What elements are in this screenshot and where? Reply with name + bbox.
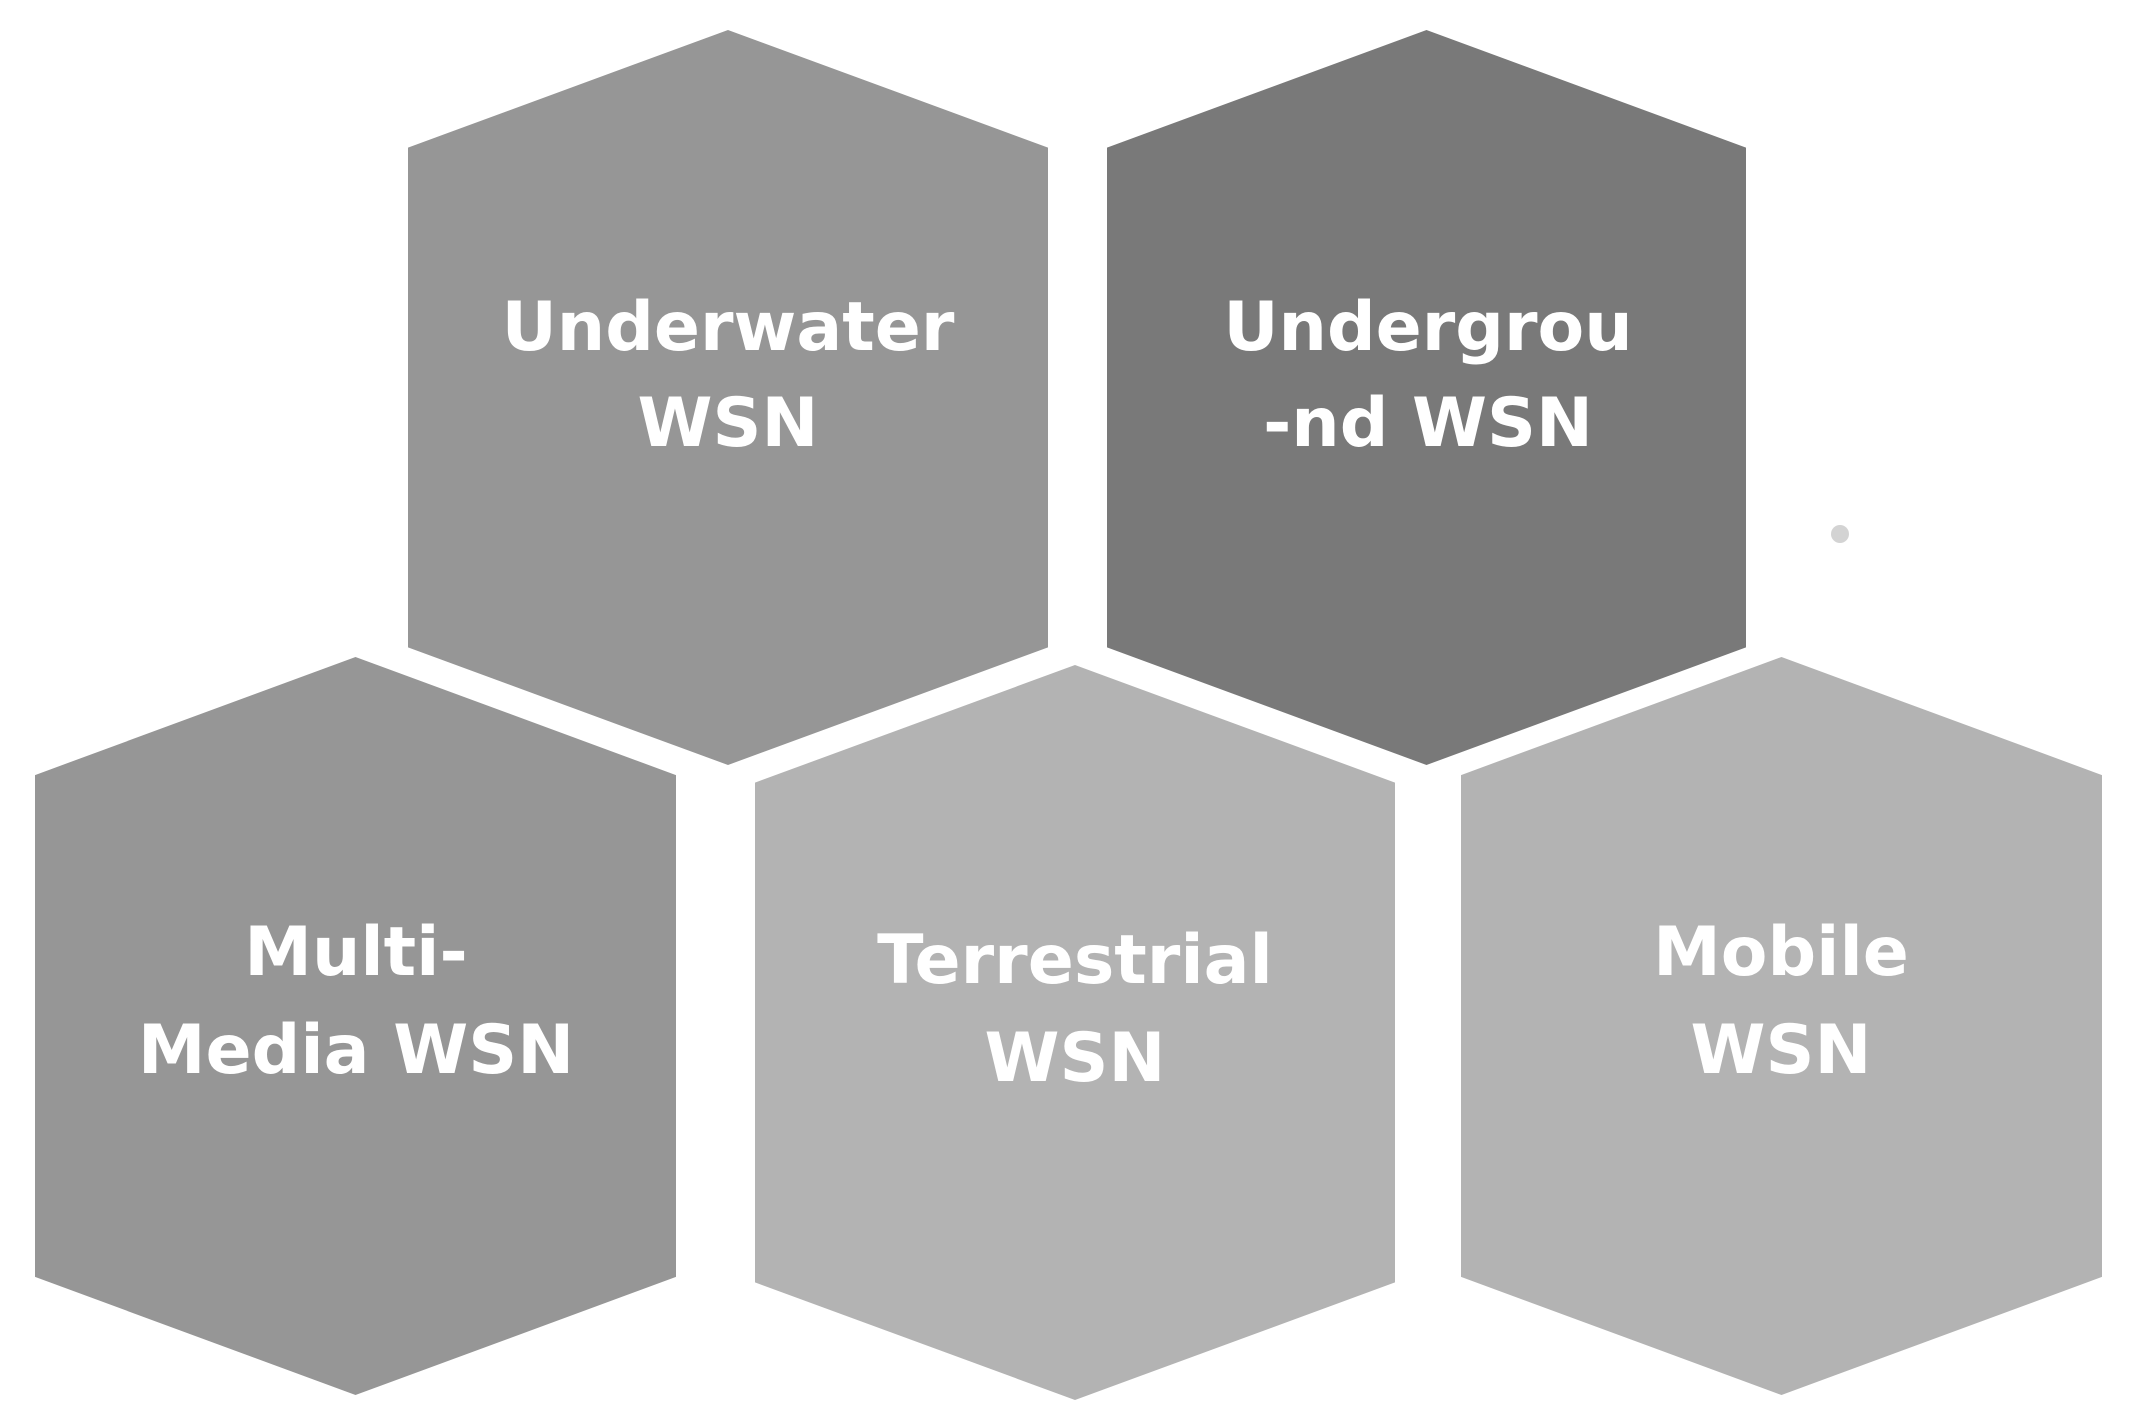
hexagon-underground: Undergrou -nd WSN (1107, 30, 1746, 765)
hexagon-label-underground-line-1: Undergrou (1223, 288, 1632, 367)
hexagon-label-underwater-line-2: WSN (638, 384, 819, 463)
hexagon-label-underwater-line-1: Underwater (502, 288, 955, 367)
hexagon-label-underground-line-2: -nd WSN (1263, 384, 1593, 463)
hexagon-shape-mobile (1461, 657, 2102, 1395)
hexagon-shape-terrestrial (755, 665, 1395, 1400)
hexagon-label-terrestrial-line-2: WSN (985, 1019, 1166, 1098)
hexagon-label-multimedia-line-1: Multi- (244, 913, 467, 992)
hexagon-label-multimedia-line-2: Media WSN (138, 1011, 574, 1090)
hexagon-shape-underwater (408, 30, 1048, 765)
stray-dot (1831, 525, 1849, 543)
hexagon-label-mobile-line-2: WSN (1691, 1011, 1872, 1090)
hexagon-label-mobile-line-1: Mobile (1653, 913, 1909, 992)
hexagon-label-terrestrial-line-1: Terrestrial (877, 921, 1273, 1000)
hexagon-multimedia: Multi- Media WSN (35, 657, 676, 1395)
hexagon-shape-underground (1107, 30, 1746, 765)
hexagon-shape-multimedia (35, 657, 676, 1395)
